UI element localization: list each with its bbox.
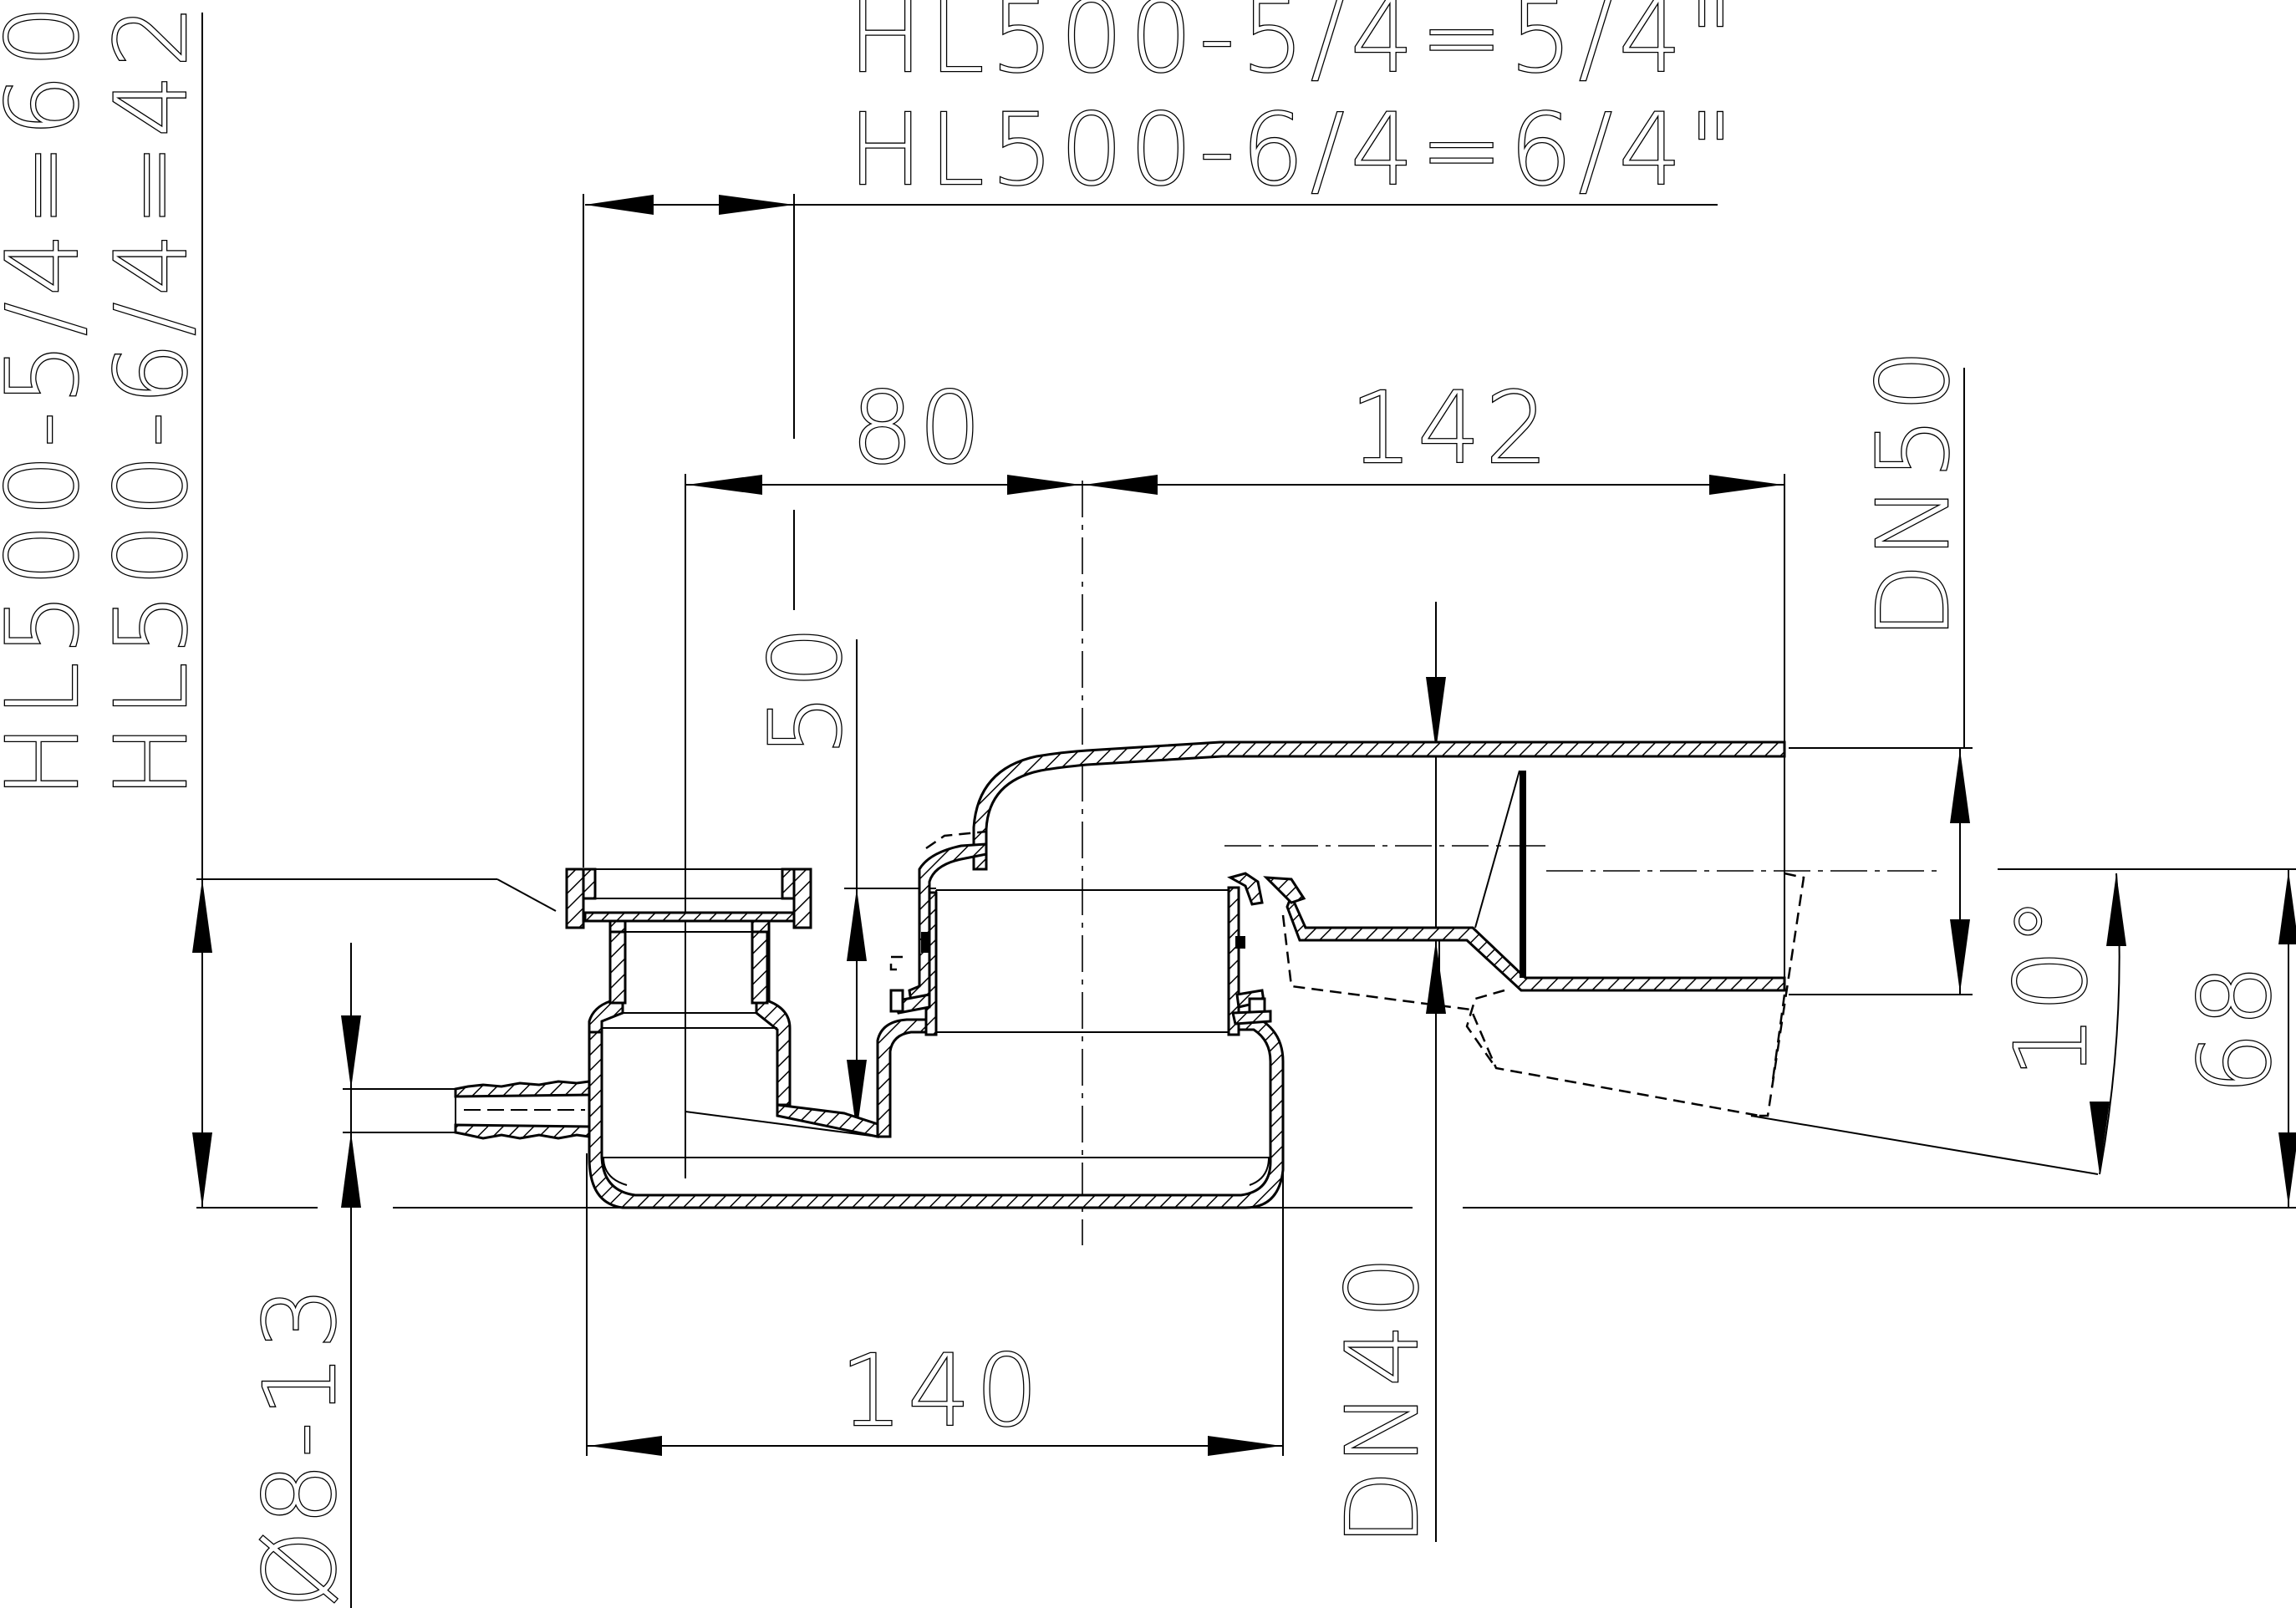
variant-label-6-4: HL500-6/4=6/4" <box>848 92 1740 207</box>
centerlines <box>393 481 1939 1245</box>
dim-80-label: 80 <box>851 370 986 486</box>
hose-barb <box>454 1080 591 1140</box>
angle-label: 10° <box>1993 893 2109 1078</box>
dn50-label: DN50 <box>1856 344 1971 639</box>
dim-80 <box>685 474 1082 1178</box>
dim-142 <box>1082 474 1785 748</box>
dim-68 <box>1463 868 2296 1209</box>
height-label-6-4: HL500-6/4=42 <box>94 0 209 798</box>
threaded-nut <box>565 868 812 1005</box>
dim-68-label: 68 <box>2177 959 2293 1095</box>
hose-diameter-label: Ø8-13 <box>242 1281 358 1608</box>
outlet-elbow <box>889 740 1805 1117</box>
variant-label-5-4: HL500-5/4=5/4" <box>848 0 1740 94</box>
dn50-dimension <box>1789 368 1973 995</box>
dim-50-label: 50 <box>748 621 863 756</box>
dim-140 <box>586 1153 1284 1456</box>
hose-diameter-dimension <box>341 943 456 1608</box>
dim-50 <box>793 510 911 1132</box>
dn40-label: DN40 <box>1325 1251 1440 1546</box>
dim-142-label: 142 <box>1350 370 1553 486</box>
height-label-5-4: HL500-5/4=60 <box>0 0 100 798</box>
dn40-dimension <box>1426 602 1446 1542</box>
thread-dimension <box>583 194 1718 868</box>
trap-body <box>588 886 1285 1209</box>
dim-140-label: 140 <box>840 1333 1043 1448</box>
total-height-dimension <box>192 13 557 1209</box>
angle-dimension <box>1750 873 2126 1175</box>
